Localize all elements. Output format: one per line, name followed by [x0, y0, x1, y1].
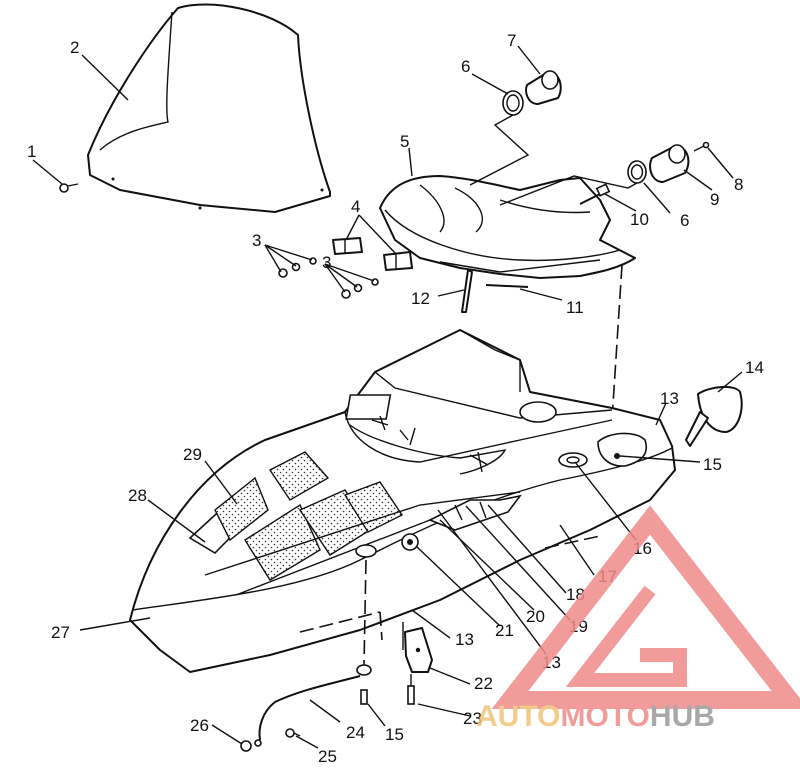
- callout-12: 12: [411, 289, 430, 308]
- plate-22: [402, 622, 433, 673]
- bolt-25: [285, 728, 301, 738]
- watermark-text-hub: HUB: [650, 700, 715, 733]
- pin-8: [693, 141, 710, 152]
- watermark-inner-a-icon: [565, 585, 687, 687]
- gauge-7: [525, 70, 562, 105]
- watermark-triangle-icon: [491, 505, 800, 709]
- watermark-text-auto: AUTO: [476, 700, 560, 733]
- callout-6-top: 6: [461, 57, 470, 76]
- watermark-text: AUTOMOTOHUB: [476, 700, 715, 733]
- watermark: AUTOMOTOHUB: [476, 505, 800, 733]
- callout-9: 9: [710, 190, 719, 209]
- mirror-14: [685, 386, 743, 447]
- gauge-9: [649, 144, 690, 183]
- callout-3b: 3: [322, 253, 331, 272]
- callout-2: 2: [70, 38, 79, 57]
- bulb-10: [579, 183, 611, 205]
- callout-6-right: 6: [680, 211, 689, 230]
- callout-4: 4: [351, 197, 360, 216]
- fasteners-3a: [278, 257, 317, 278]
- windshield: [87, 3, 331, 213]
- callout-20: 20: [526, 607, 545, 626]
- strip-11: [485, 284, 529, 288]
- callout-26: 26: [190, 716, 209, 735]
- screw-1: [59, 183, 79, 193]
- callout-29: 29: [183, 445, 202, 464]
- watermark-text-moto: MOTO: [560, 700, 649, 733]
- callout-25: 25: [318, 747, 337, 766]
- callout-15-lower: 15: [385, 725, 404, 744]
- callout-10: 10: [630, 210, 649, 229]
- callout-3a: 3: [252, 231, 261, 250]
- callout-1: 1: [27, 142, 36, 161]
- callout-14: 14: [745, 358, 764, 377]
- screw-15-lower: [360, 689, 368, 705]
- nut-26: [240, 739, 262, 752]
- callout-23: 23: [463, 709, 482, 728]
- callout-28: 28: [128, 486, 147, 505]
- callout-8: 8: [734, 175, 743, 194]
- dash-panel: [379, 175, 636, 279]
- callout-13-mid: 13: [455, 630, 474, 649]
- hood-body: [129, 329, 676, 673]
- callout-21: 21: [495, 621, 514, 640]
- gauge-ring-6-right: [627, 160, 647, 184]
- callout-11: 11: [566, 298, 584, 317]
- leader-lines: [32, 45, 743, 749]
- gauge-ring-6-top: [502, 90, 524, 116]
- screw-23: [407, 674, 415, 705]
- callout-22: 22: [474, 674, 493, 693]
- callout-5: 5: [400, 132, 409, 151]
- callout-7: 7: [507, 31, 516, 50]
- callout-24: 24: [346, 723, 365, 742]
- wire-12: [461, 269, 473, 313]
- callout-15-right: 15: [703, 455, 722, 474]
- bracket-left: [332, 237, 363, 255]
- callout-13-top: 13: [660, 389, 679, 408]
- cable-24: [258, 675, 361, 741]
- callout-27: 27: [51, 623, 70, 642]
- grommet-lower: [356, 559, 372, 676]
- fasteners-3b: [341, 278, 379, 299]
- bracket-right: [383, 251, 413, 271]
